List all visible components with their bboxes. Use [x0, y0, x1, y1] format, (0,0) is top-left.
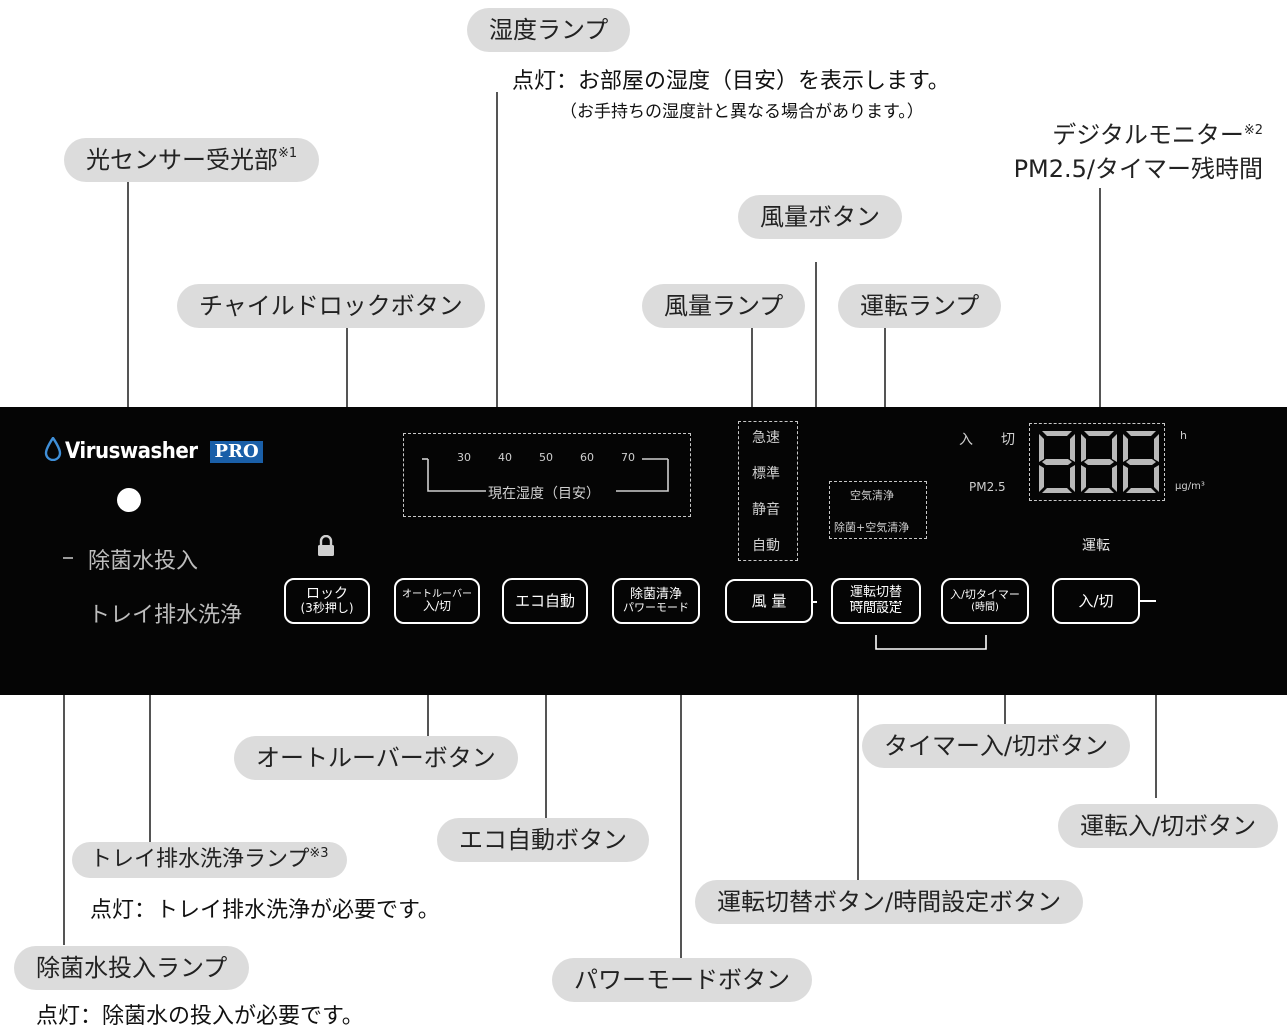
leader-mode [857, 650, 859, 882]
fan-level-quiet: 静音 [752, 502, 780, 518]
brand-badge: PRO [210, 441, 263, 463]
mode-time-button[interactable]: 運転切替 時間設定 [831, 578, 921, 624]
humidity-tick: 50 [539, 451, 553, 464]
desc-humidity-note: （お手持ちの湿度計と異なる場合があります。） [560, 102, 924, 122]
mode-button-line1: 運転切替 [849, 585, 902, 602]
mode-timer-bracket [875, 635, 987, 650]
leader-light-sensor [127, 180, 129, 492]
leader-sanitize [63, 557, 65, 945]
timer-off-label: 切 [1001, 432, 1015, 448]
fan-level-auto: 自動 [752, 538, 780, 554]
monitor-line2: PM2.5/タイマー残時間 [1013, 155, 1263, 183]
callout-mode: 運転切替ボタン/時間設定ボタン [695, 880, 1084, 924]
leader-operation-lamp [884, 326, 886, 486]
brand-logo: Viruswasher PRO [44, 435, 263, 467]
timer-button-line1: 入/切タイマー [950, 588, 1020, 602]
humidity-tick: 40 [498, 451, 512, 464]
light-sensor [117, 488, 141, 512]
callout-light-sensor: 光センサー受光部※1 [64, 138, 320, 182]
leader-louver [427, 650, 429, 742]
leader-power-mode [680, 650, 682, 960]
callout-digital-monitor: デジタルモニター※2 PM2.5/タイマー残時間 [1014, 114, 1263, 186]
callout-timer: タイマー入/切ボタン [862, 724, 1131, 768]
auto-louver-button[interactable]: オートルーバー 入/切 [394, 578, 480, 624]
lamp-sanitize-label: 除菌水投入 [88, 549, 199, 574]
humidity-scale-label: 現在湿度（目安） [488, 486, 600, 502]
desc-sanitize-lit: 点灯：除菌水の投入が必要です。 [36, 1004, 364, 1029]
monitor-line1: デジタルモニター [1052, 121, 1244, 149]
leader-fan-lamp [751, 326, 753, 420]
callout-auto-louver: オートルーバーボタン [234, 736, 518, 780]
digit-3 [1123, 431, 1159, 493]
fan-button[interactable]: 風 量 [725, 579, 813, 623]
fan-button-connector [813, 601, 817, 603]
timer-on-label: 入 [959, 432, 973, 448]
leader-humidity [496, 92, 498, 432]
callout-tray-lamp: トレイ排水洗浄ランプ※3 [72, 842, 347, 878]
leader-power [1155, 600, 1157, 798]
operation-lamp-area [829, 481, 927, 539]
callout-power-mode: パワーモードボタン [552, 958, 812, 1002]
timer-button[interactable]: 入/切タイマー (時間) [941, 578, 1029, 624]
tray-lamp-note: ※3 [309, 846, 329, 861]
louver-button-line2: 入/切 [422, 598, 452, 613]
callout-child-lock: チャイルドロックボタン [177, 284, 485, 328]
power-mode-button[interactable]: 除菌清浄 パワーモード [612, 578, 700, 624]
callout-fan-button: 風量ボタン [738, 195, 902, 239]
digit-1 [1039, 431, 1075, 493]
lock-button[interactable]: ロック (3秒押し) [284, 578, 370, 624]
digit-2 [1081, 431, 1117, 493]
fan-button-label: 風 量 [751, 591, 787, 610]
louver-button-line1: オートルーバー [402, 588, 472, 600]
mode-sanitize-clean-label: 除菌+空気清浄 [834, 521, 910, 534]
power-button-label: 入/切 [1078, 591, 1114, 610]
lock-button-line2: (3秒押し) [300, 601, 354, 616]
fan-level-standard: 標準 [752, 466, 780, 482]
callout-humidity-lamp: 湿度ランプ [467, 8, 631, 52]
eco-auto-button[interactable]: エコ自動 [502, 578, 588, 624]
power-button[interactable]: 入/切 [1052, 578, 1140, 624]
humidity-lamp-area [403, 433, 691, 517]
tray-lamp-label: トレイ排水洗浄ランプ [90, 847, 310, 872]
desc-tray-lit: 点灯：トレイ排水洗浄が必要です。 [90, 898, 440, 923]
fan-level-rapid: 急速 [752, 430, 780, 446]
pm-label: PM2.5 [969, 480, 1006, 494]
lock-button-line1: ロック [306, 585, 348, 602]
light-sensor-note: ※1 [278, 146, 298, 161]
light-sensor-label: 光センサー受光部 [86, 146, 278, 174]
timer-button-line2: (時間) [971, 601, 999, 613]
monitor-note: ※2 [1243, 123, 1263, 138]
unit-hour: h [1180, 429, 1187, 442]
water-drop-icon [44, 435, 62, 467]
callout-sanitize-lamp: 除菌水投入ランプ [14, 946, 250, 990]
brand-name: Viruswasher [65, 439, 198, 464]
power-mode-line2: パワーモード [623, 601, 689, 615]
lock-icon [316, 534, 336, 561]
humidity-tick: 70 [621, 451, 635, 464]
callout-fan-lamp: 風量ランプ [642, 284, 806, 328]
leader-monitor [1099, 188, 1101, 424]
callout-operation-lamp: 運転ランプ [838, 284, 1002, 328]
mode-clean-label: 空気清浄 [850, 489, 894, 502]
power-button-connector [1140, 600, 1156, 602]
callout-eco: エコ自動ボタン [437, 818, 649, 862]
fan-lamp-area [738, 421, 798, 561]
digital-monitor [1029, 423, 1165, 501]
power-mode-line1: 除菌清浄 [629, 586, 682, 602]
desc-humidity-lit: 点灯：お部屋の湿度（目安）を表示します。 [512, 69, 950, 94]
humidity-scale-bracket [422, 458, 669, 492]
leader-tray [149, 625, 151, 843]
unit-pm: μg/m³ [1175, 481, 1205, 492]
callout-power: 運転入/切ボタン [1058, 804, 1279, 848]
humidity-tick: 60 [580, 451, 594, 464]
control-panel: Viruswasher PRO 除菌水投入 トレイ排水洗浄 30 40 50 6… [0, 407, 1287, 695]
leader-eco [545, 650, 547, 822]
mode-button-line2: 時間設定 [849, 601, 902, 616]
eco-button-label: エコ自動 [514, 591, 575, 610]
lamp-tray-label: トレイ排水洗浄 [88, 603, 243, 628]
lamp-sanitize-mark [63, 557, 73, 559]
humidity-tick: 30 [457, 451, 471, 464]
operation-label: 運転 [1082, 538, 1110, 554]
